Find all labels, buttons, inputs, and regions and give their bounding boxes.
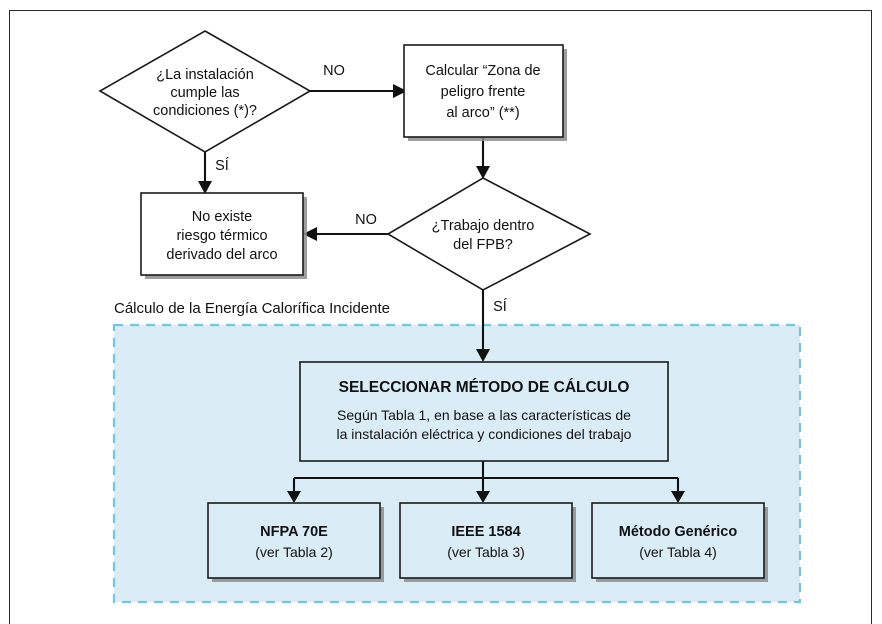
node-calcular-zona-line3: al arco” (**): [446, 105, 519, 121]
node-calcular-zona-line2: peligro frente: [441, 84, 526, 100]
node-method-generico[interactable]: Método Genérico (ver Tabla 4): [591, 502, 768, 582]
node-method-ieee1584[interactable]: IEEE 1584 (ver Tabla 3): [399, 502, 576, 582]
node-decision-conditions-line3: condiciones (*)?: [153, 103, 257, 119]
node-seleccionar-metodo-line2: la instalación eléctrica y condiciones d…: [337, 426, 632, 442]
node-method-nfpa70e-reference: (ver Tabla 2): [255, 544, 333, 560]
node-method-nfpa70e[interactable]: NFPA 70E (ver Tabla 2): [207, 502, 384, 582]
node-decision-conditions[interactable]: ¿La instalación cumple las condiciones (…: [98, 30, 312, 153]
edge-label-conditions-si: SÍ: [215, 157, 229, 174]
node-decision-conditions-line2: cumple las: [170, 85, 239, 101]
node-calcular-zona-line1: Calcular “Zona de: [425, 63, 540, 79]
node-no-existe-riesgo[interactable]: No existe riesgo térmico derivado del ar…: [140, 192, 307, 279]
node-seleccionar-metodo[interactable]: SELECCIONAR MÉTODO DE CÁLCULO Según Tabl…: [299, 361, 669, 462]
node-decision-conditions-line1: ¿La instalación: [156, 67, 254, 83]
node-method-generico-name: Método Genérico: [619, 524, 738, 540]
node-seleccionar-metodo-line1: Según Tabla 1, en base a las característ…: [337, 407, 631, 423]
node-method-ieee1584-name: IEEE 1584: [451, 524, 520, 540]
node-decision-fpb[interactable]: ¿Trabajo dentro del FPB?: [386, 177, 592, 291]
edge-label-conditions-no: NO: [323, 63, 345, 79]
node-no-existe-riesgo-line2: riesgo térmico: [176, 228, 267, 244]
node-method-generico-reference: (ver Tabla 4): [639, 544, 717, 560]
connector-method-fanout: [287, 461, 685, 503]
node-method-nfpa70e-name: NFPA 70E: [260, 524, 328, 540]
node-decision-fpb-line2: del FPB?: [453, 237, 513, 253]
connector-fpb-si: [476, 290, 490, 362]
node-no-existe-riesgo-line3: derivado del arco: [166, 247, 277, 263]
connector-conditions-si: [198, 152, 212, 194]
node-method-ieee1584-reference: (ver Tabla 3): [447, 544, 525, 560]
connector-conditions-no: [310, 84, 407, 98]
edge-label-fpb-no: NO: [355, 212, 377, 228]
connector-fpb-no: [303, 227, 388, 241]
node-no-existe-riesgo-line1: No existe: [192, 209, 252, 225]
node-calcular-zona[interactable]: Calcular “Zona de peligro frente al arco…: [403, 44, 567, 141]
region-label: Cálculo de la Energía Calorífica Inciden…: [114, 300, 390, 317]
edge-label-fpb-si: SÍ: [493, 298, 507, 315]
node-seleccionar-metodo-heading: SELECCIONAR MÉTODO DE CÁLCULO: [339, 379, 630, 396]
node-decision-fpb-line1: ¿Trabajo dentro: [432, 218, 535, 234]
connector-calc-to-fpb: [476, 137, 490, 179]
